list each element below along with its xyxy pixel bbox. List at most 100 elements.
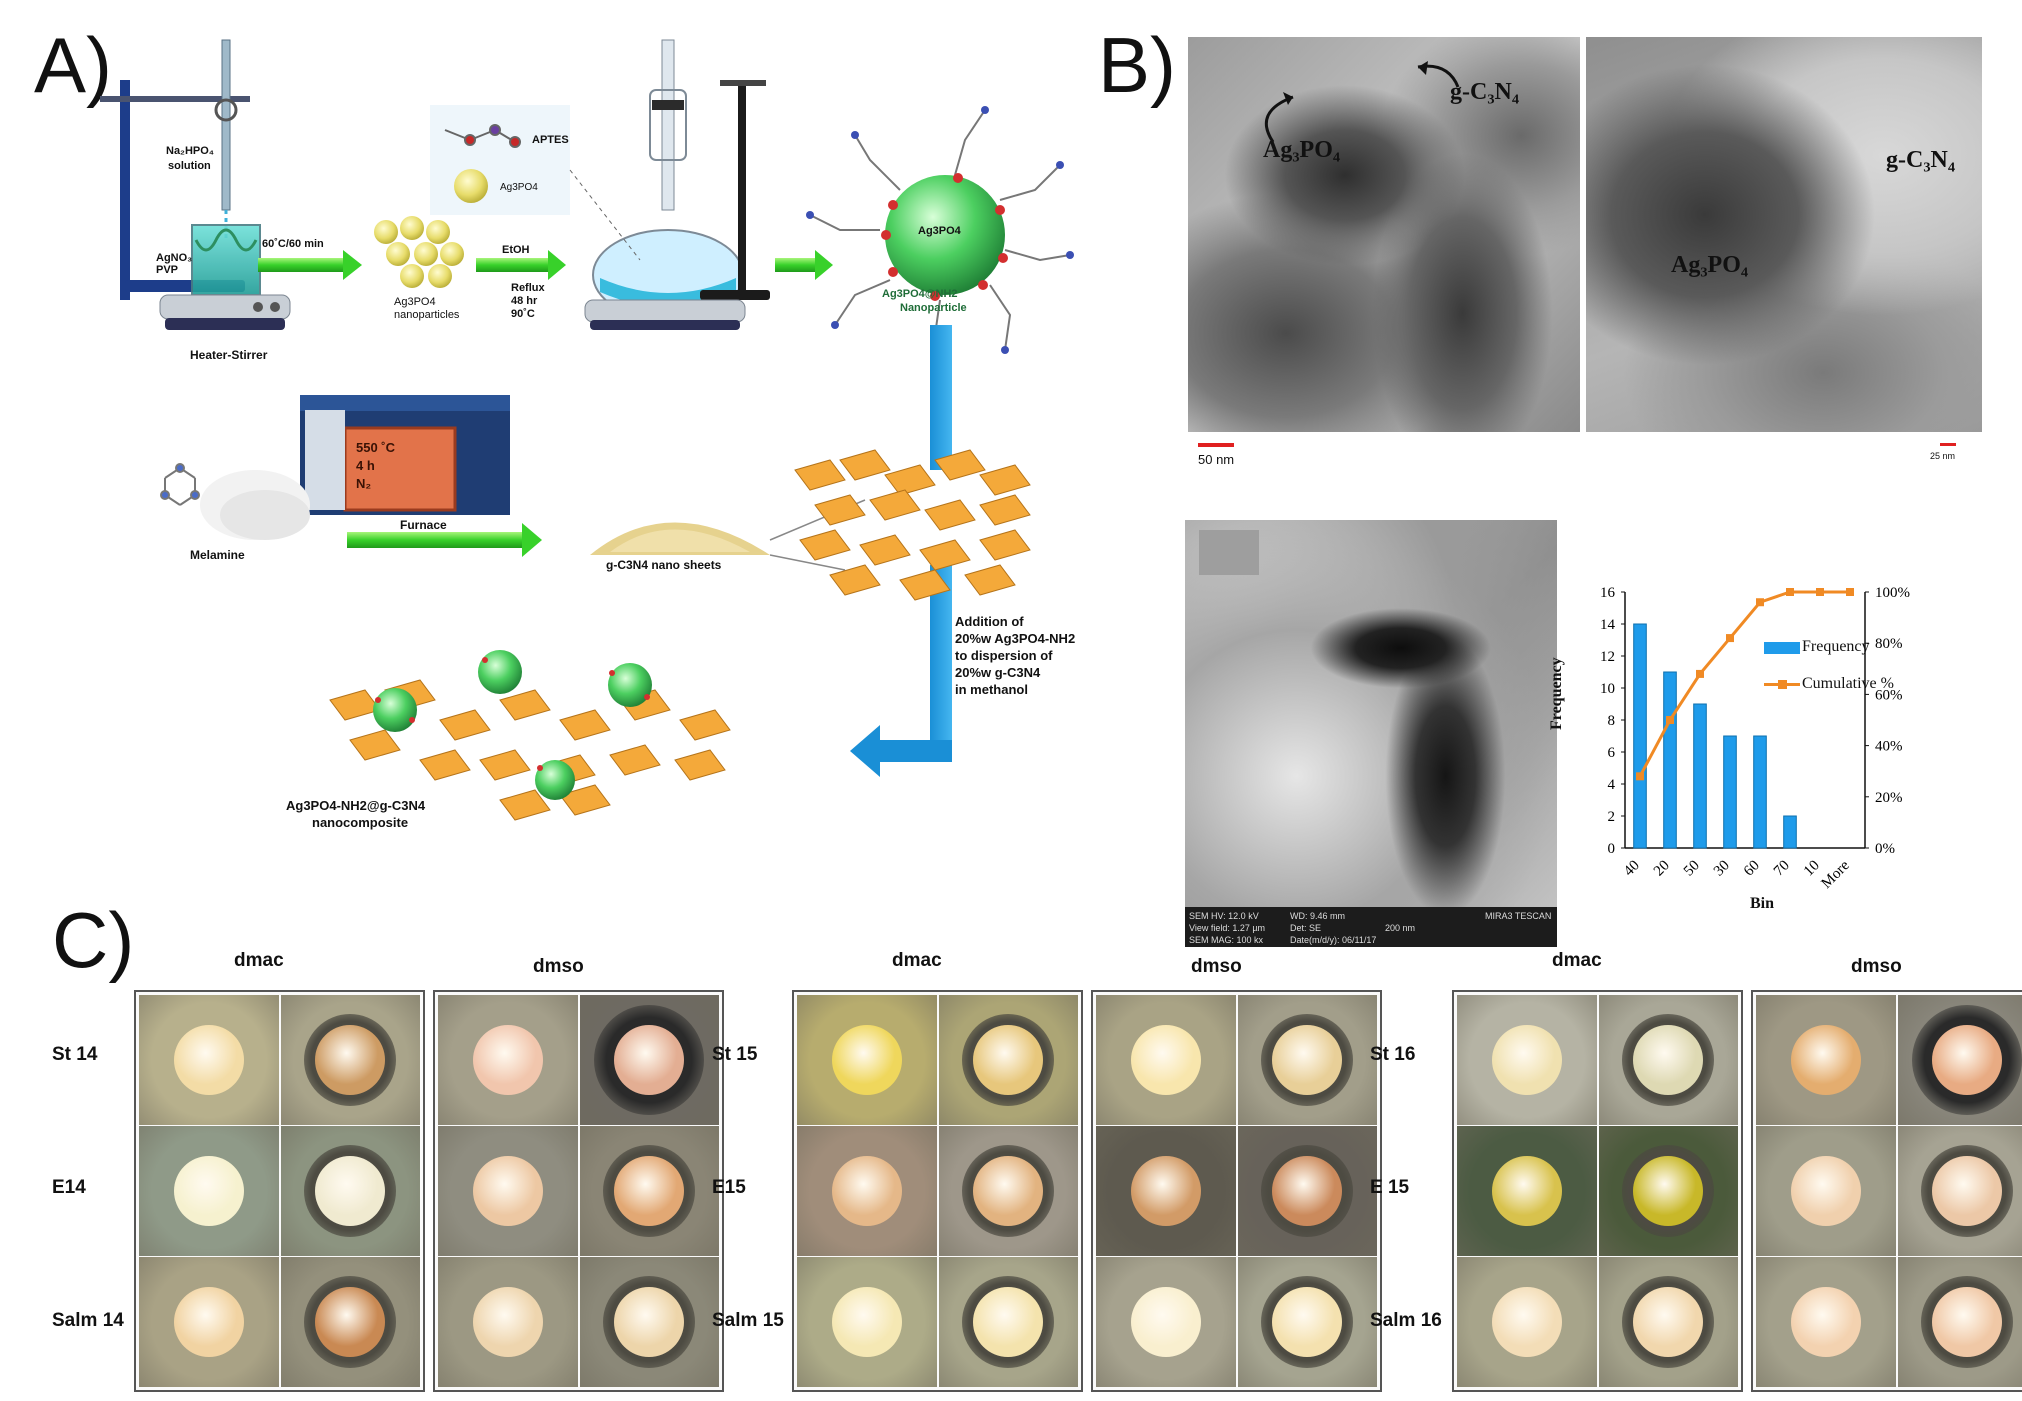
gcn-sheets <box>794 449 1031 601</box>
x-tick-label: 60 <box>1741 858 1763 880</box>
row-label: Salm 16 <box>1370 1309 1442 1331</box>
x-tick-label: 10 <box>1801 858 1823 880</box>
plate-cell <box>1756 995 1896 1125</box>
paper-disk <box>1491 1287 1562 1357</box>
plate-cell <box>1897 1257 2022 1387</box>
y-tick-label: 6 <box>1608 745 1616 761</box>
y-tick-label: 16 <box>1600 585 1616 601</box>
row-label: St 14 <box>52 1044 98 1066</box>
tem-right-ag3po4: Ag₃PO₄ <box>1671 252 1749 278</box>
synthesis-scheme <box>100 39 1074 821</box>
composite-label-1: Ag3PO4-NH2@g-C3N4 <box>286 798 426 813</box>
plate-cell <box>1598 995 1738 1125</box>
melamine <box>160 463 310 540</box>
y2-tick-label: 20% <box>1875 790 1903 806</box>
plate-cell <box>1096 995 1236 1125</box>
legend-frequency-label: Frequency <box>1802 638 1870 655</box>
tem-image-left: Ag₃PO₄ g-C₃N₄ <box>1188 37 1580 432</box>
furnace-time: 4 h <box>356 458 375 473</box>
x-tick-label: 40 <box>1621 858 1643 880</box>
plate-cell <box>1237 995 1377 1125</box>
na2hpo4-label: Na₂HPO₄ <box>166 145 215 157</box>
pvp-label: PVP <box>156 264 179 276</box>
nh2-np-label-2: Nanoparticle <box>900 302 967 314</box>
ag3po4-label: Ag3PO4 <box>500 182 538 193</box>
legend-cumulative-marker <box>1778 680 1787 689</box>
furnace <box>300 395 510 515</box>
paper-disk <box>973 1025 1044 1095</box>
melamine-label: Melamine <box>190 548 245 562</box>
paper-disk <box>315 1287 386 1357</box>
sem-image: SEM HV: 12.0 kV WD: 9.46 mm View field: … <box>1185 520 1557 947</box>
paper-disk <box>1633 1156 1704 1226</box>
x-tick-label: 20 <box>1651 858 1673 880</box>
cumulative-point <box>1786 588 1794 596</box>
scale-bar-right <box>1940 443 1956 446</box>
dmso-plate-grid <box>1091 990 1382 1392</box>
paper-disk <box>173 1156 244 1226</box>
histogram-bar <box>1633 623 1647 849</box>
sem-info-bar: SEM HV: 12.0 kV WD: 9.46 mm View field: … <box>1185 907 1557 947</box>
tem-image-right: Ag₃PO₄ g-C₃N₄ <box>1586 37 1982 432</box>
x-tick-label: 70 <box>1771 858 1793 880</box>
paper-disk <box>1790 1025 1861 1095</box>
paper-disk <box>315 1025 386 1095</box>
agno3-label: AgNO₃ <box>156 252 193 264</box>
plate-cell <box>579 1126 719 1256</box>
plate-cell <box>938 1126 1078 1256</box>
ag3po4-nh2-sphere <box>885 175 1005 295</box>
y-tick-label: 10 <box>1600 681 1615 697</box>
paper-disk <box>973 1156 1044 1226</box>
plate-cell <box>1598 1257 1738 1387</box>
temp-label: 90˚C <box>511 308 535 320</box>
aptes-molecule <box>444 124 521 148</box>
sem-mag: SEM MAG: 100 kx <box>1189 935 1264 945</box>
plate-cell <box>438 1257 578 1387</box>
blue-arrow-down <box>930 325 952 470</box>
plate-cell <box>938 1257 1078 1387</box>
cumulative-point <box>1846 588 1854 596</box>
plate-cell <box>438 995 578 1125</box>
sem-hv: SEM HV: 12.0 kV <box>1189 911 1259 921</box>
header-dmac: dmac <box>892 950 942 971</box>
np-label-1: Ag3PO4 <box>394 296 436 308</box>
row-label: Salm 14 <box>52 1309 124 1331</box>
paper-disk <box>1272 1287 1343 1357</box>
y2-tick-label: 0% <box>1875 841 1895 857</box>
sem-date: Date(m/d/y): 06/11/17 <box>1290 935 1377 945</box>
sem-brand: MIRA3 TESCAN <box>1485 911 1552 921</box>
paper-disk <box>472 1025 543 1095</box>
plate-cell <box>280 995 420 1125</box>
paper-disk <box>173 1287 244 1357</box>
header-dmso: dmso <box>533 956 584 977</box>
reflux-label: Reflux <box>511 282 545 294</box>
beaker-on-stirrer <box>159 224 291 330</box>
histogram-bar <box>1783 815 1797 849</box>
paper-disk <box>831 1287 902 1357</box>
cumulative-point <box>1726 634 1734 643</box>
histogram-bar <box>1693 703 1707 849</box>
paper-disk <box>1932 1156 2003 1226</box>
paper-disk <box>973 1287 1044 1357</box>
plate-cell <box>139 1126 279 1256</box>
addition-line-3: to dispersion of <box>955 648 1053 663</box>
plate-cell <box>1096 1126 1236 1256</box>
cumulative-line <box>1638 590 1850 778</box>
histogram-bar <box>1663 671 1677 849</box>
hr-label: 48 hr <box>511 295 538 307</box>
plate-cell <box>139 1257 279 1387</box>
plate-cell <box>1457 995 1597 1125</box>
sem-label-patch <box>1199 530 1259 575</box>
sem-scale: 200 nm <box>1385 923 1416 933</box>
y-tick-label: 2 <box>1608 809 1616 825</box>
plate-cell <box>1897 995 2022 1125</box>
plate-cell <box>797 1257 937 1387</box>
plate-cell <box>1756 1126 1896 1256</box>
etoh-label: EtOH <box>502 244 530 256</box>
plate-cell <box>1897 1126 2022 1256</box>
paper-disk <box>1491 1156 1562 1226</box>
dmac-plate-grid <box>1452 990 1743 1392</box>
histogram-bar <box>1723 735 1737 849</box>
y2-tick-label: 40% <box>1875 739 1903 755</box>
